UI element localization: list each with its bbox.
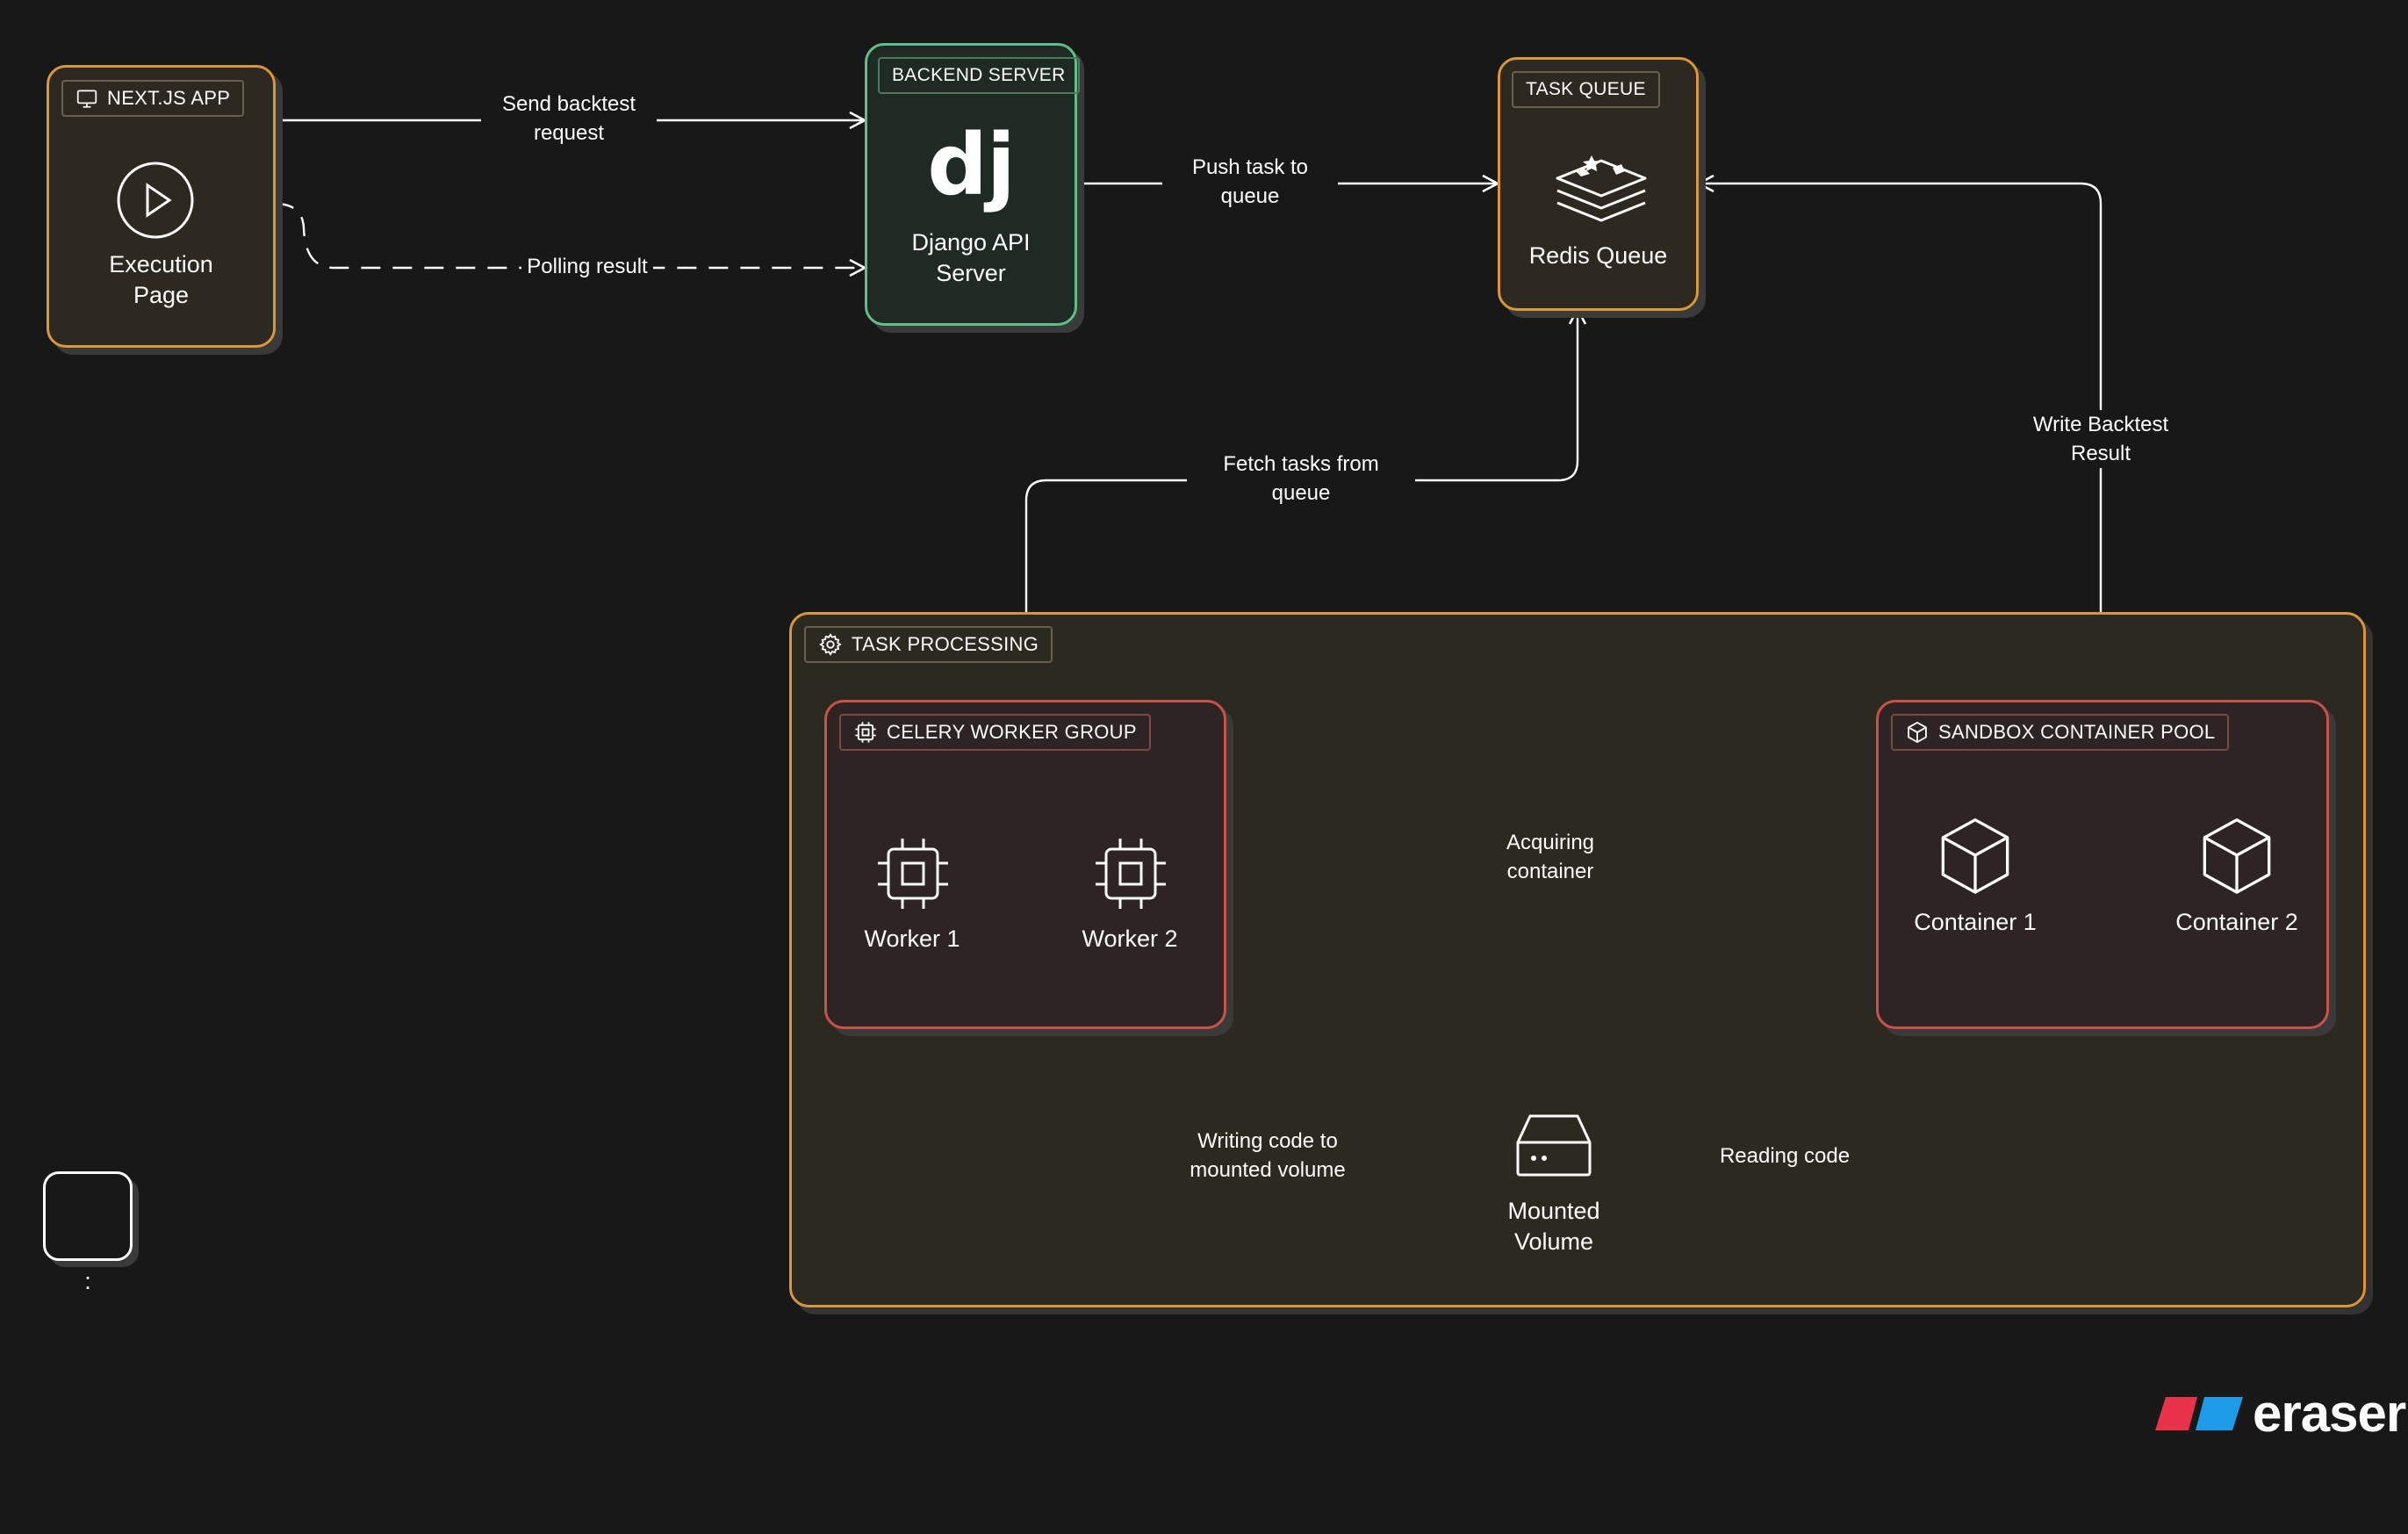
redis-layers-icon bbox=[1553, 152, 1650, 227]
monitor-icon bbox=[75, 87, 98, 110]
play-circle-icon bbox=[115, 160, 196, 241]
container-1-label: Container 1 bbox=[1914, 909, 2037, 935]
eraser-brand-text: eraser bbox=[2253, 1384, 2406, 1443]
cpu-icon bbox=[853, 720, 878, 745]
edge-label-send: Send backtest request bbox=[481, 90, 657, 148]
empty-node[interactable] bbox=[43, 1171, 133, 1261]
cpu-icon[interactable] bbox=[1089, 832, 1173, 916]
edge-label-acquire: Acquiring container bbox=[1463, 828, 1638, 886]
edge-label-fetch: Fetch tasks from queue bbox=[1187, 450, 1415, 508]
empty-node-label: : bbox=[84, 1268, 91, 1294]
container-2-label: Container 2 bbox=[2175, 909, 2298, 935]
worker-2-label: Worker 2 bbox=[1082, 925, 1178, 952]
edge-write bbox=[1696, 174, 2103, 700]
queue-node-label: Redis Queue bbox=[1528, 242, 1668, 269]
django-logo-icon: dj bbox=[927, 116, 1016, 214]
backend-node-label: Django API Server bbox=[911, 229, 1031, 286]
box-icon[interactable] bbox=[2198, 815, 2275, 896]
backend-server-tag: BACKEND SERVER bbox=[878, 57, 1080, 94]
celery-worker-tag-text: CELERY WORKER GROUP bbox=[887, 721, 1137, 743]
nextjs-app-node[interactable]: NEXT.JS APP Execution Page bbox=[47, 65, 276, 348]
nextjs-app-tag: NEXT.JS APP bbox=[61, 80, 245, 117]
edge-label-write: Write Backtest Result bbox=[1995, 410, 2206, 468]
gear-icon bbox=[818, 632, 843, 657]
edge-label-polling: Polling result bbox=[521, 252, 653, 281]
backend-server-node[interactable]: BACKEND SERVER dj Django API Server bbox=[865, 43, 1080, 326]
task-queue-node[interactable]: TASK QUEUE Redis Queue bbox=[1498, 57, 1699, 311]
hard-drive-icon[interactable] bbox=[1514, 1113, 1593, 1178]
nextjs-app-tag-text: NEXT.JS APP bbox=[107, 87, 231, 109]
task-queue-tag: TASK QUEUE bbox=[1512, 71, 1660, 108]
sandbox-container-pool[interactable]: SANDBOX CONTAINER POOL Container 1 Conta… bbox=[1876, 700, 2329, 1029]
edge-label-readcode: Reading code bbox=[1719, 1141, 1851, 1170]
eraser-logo[interactable]: eraser bbox=[2153, 1383, 2406, 1444]
edge-polling bbox=[274, 202, 867, 277]
task-processing-tag-text: TASK PROCESSING bbox=[852, 633, 1039, 655]
box-icon[interactable] bbox=[1937, 815, 2014, 896]
sandbox-pool-tag: SANDBOX CONTAINER POOL bbox=[1891, 714, 2230, 751]
eraser-logo-icon bbox=[2155, 1397, 2243, 1430]
sandbox-pool-tag-text: SANDBOX CONTAINER POOL bbox=[1938, 721, 2216, 743]
box-icon bbox=[1905, 720, 1930, 745]
nextjs-node-label: Execution Page bbox=[109, 251, 213, 308]
celery-worker-group[interactable]: CELERY WORKER GROUP Worker 1 Worker 2 bbox=[824, 700, 1226, 1029]
worker-1-label: Worker 1 bbox=[864, 925, 960, 952]
volume-label: Mounted Volume bbox=[1507, 1198, 1600, 1255]
cpu-icon[interactable] bbox=[871, 832, 955, 916]
task-processing-tag: TASK PROCESSING bbox=[804, 626, 1053, 663]
edge-label-writecode: Writing code to mounted volume bbox=[1180, 1127, 1355, 1185]
edge-label-push: Push task to queue bbox=[1162, 153, 1338, 211]
celery-worker-tag: CELERY WORKER GROUP bbox=[839, 714, 1151, 751]
